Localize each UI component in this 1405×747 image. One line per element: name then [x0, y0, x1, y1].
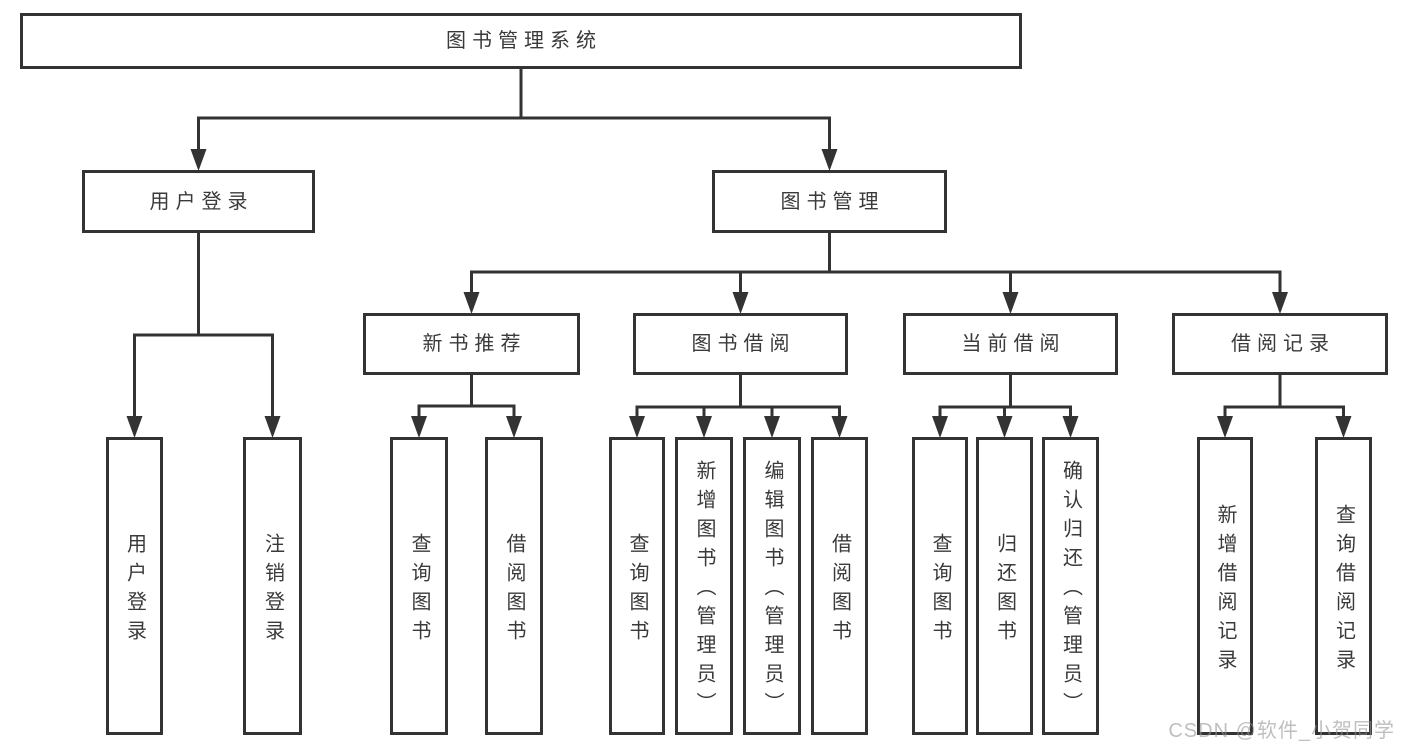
node-leaf-query-borrow-record: 查询借阅记录 — [1315, 437, 1372, 735]
node-label: 借阅记录 — [1231, 333, 1335, 355]
node-label: 当前借阅 — [961, 333, 1066, 355]
arrowhead-icon — [821, 149, 838, 171]
arrowhead-icon — [696, 416, 712, 438]
node-borrowing-records: 借阅记录 — [1172, 313, 1388, 375]
node-book-management: 图书管理 — [712, 170, 947, 233]
node-leaf-add-borrow-record: 新增借阅记录 — [1197, 437, 1253, 735]
arrowhead-icon — [506, 416, 522, 438]
node-label: 图书管理 — [780, 190, 885, 213]
node-label: 新增借阅记录 — [1214, 503, 1236, 678]
node-current-borrowing: 当前借阅 — [903, 313, 1118, 375]
node-leaf-confirm-return: 确认归还（管理员） — [1042, 437, 1099, 735]
arrowhead-icon — [1272, 292, 1288, 314]
arrowhead-icon — [996, 416, 1013, 438]
node-leaf-logout: 注销登录 — [243, 437, 302, 735]
node-label: 注销登录 — [261, 532, 284, 649]
node-leaf-query-books-3: 查询图书 — [912, 437, 968, 735]
node-leaf-borrow-books-2: 借阅图书 — [811, 437, 868, 735]
node-leaf-edit-books: 编辑图书（管理员） — [743, 437, 801, 735]
node-label: 新增图书（管理员） — [693, 460, 715, 721]
connector-lines — [133, 65, 1345, 423]
node-label: 查询图书 — [929, 532, 951, 649]
arrowhead-icon — [629, 416, 645, 438]
node-new-book-recommend: 新书推荐 — [363, 313, 580, 375]
node-leaf-borrow-books-1: 借阅图书 — [485, 437, 543, 735]
arrowhead-icon — [1002, 292, 1019, 314]
node-leaf-return-books: 归还图书 — [976, 437, 1033, 735]
node-user-login: 用户登录 — [82, 170, 315, 233]
node-label: 新书推荐 — [422, 333, 527, 355]
node-leaf-add-books: 新增图书（管理员） — [675, 437, 733, 735]
arrowhead-icon — [732, 292, 749, 314]
node-label: 查询图书 — [626, 532, 648, 649]
node-leaf-user-login: 用户登录 — [106, 437, 163, 735]
arrowhead-icon — [126, 416, 143, 438]
node-label: 查询借阅记录 — [1332, 503, 1355, 678]
node-label: 用户登录 — [123, 532, 146, 649]
node-label: 查询图书 — [408, 532, 430, 649]
watermark: CSDN @软件_小贺同学 — [1168, 720, 1395, 742]
node-label: 图书借阅 — [691, 333, 796, 355]
arrowhead-icon — [264, 416, 281, 438]
node-label: 确认归还（管理员） — [1059, 460, 1082, 721]
node-label: 借阅图书 — [828, 532, 851, 649]
node-label: 用户登录 — [149, 190, 254, 213]
arrowhead-icon — [1062, 416, 1079, 438]
arrowhead-icon — [1217, 416, 1233, 438]
node-leaf-query-books-1: 查询图书 — [390, 437, 448, 735]
node-book-borrowing: 图书借阅 — [633, 313, 848, 375]
node-label: 图书管理系统 — [446, 30, 602, 52]
node-label: 归还图书 — [993, 532, 1016, 649]
node-label: 编辑图书（管理员） — [761, 460, 783, 721]
node-leaf-query-books-2: 查询图书 — [609, 437, 665, 735]
arrowhead-icon — [411, 416, 427, 438]
arrowhead-icon — [190, 149, 207, 171]
arrowhead-icon — [831, 416, 848, 438]
node-label: 借阅图书 — [503, 532, 525, 649]
arrowhead-icon — [1335, 416, 1352, 438]
node-root: 图书管理系统 — [20, 13, 1022, 69]
arrowhead-icon — [463, 292, 480, 314]
arrowhead-icon — [764, 416, 780, 438]
arrowhead-icon — [932, 416, 948, 438]
